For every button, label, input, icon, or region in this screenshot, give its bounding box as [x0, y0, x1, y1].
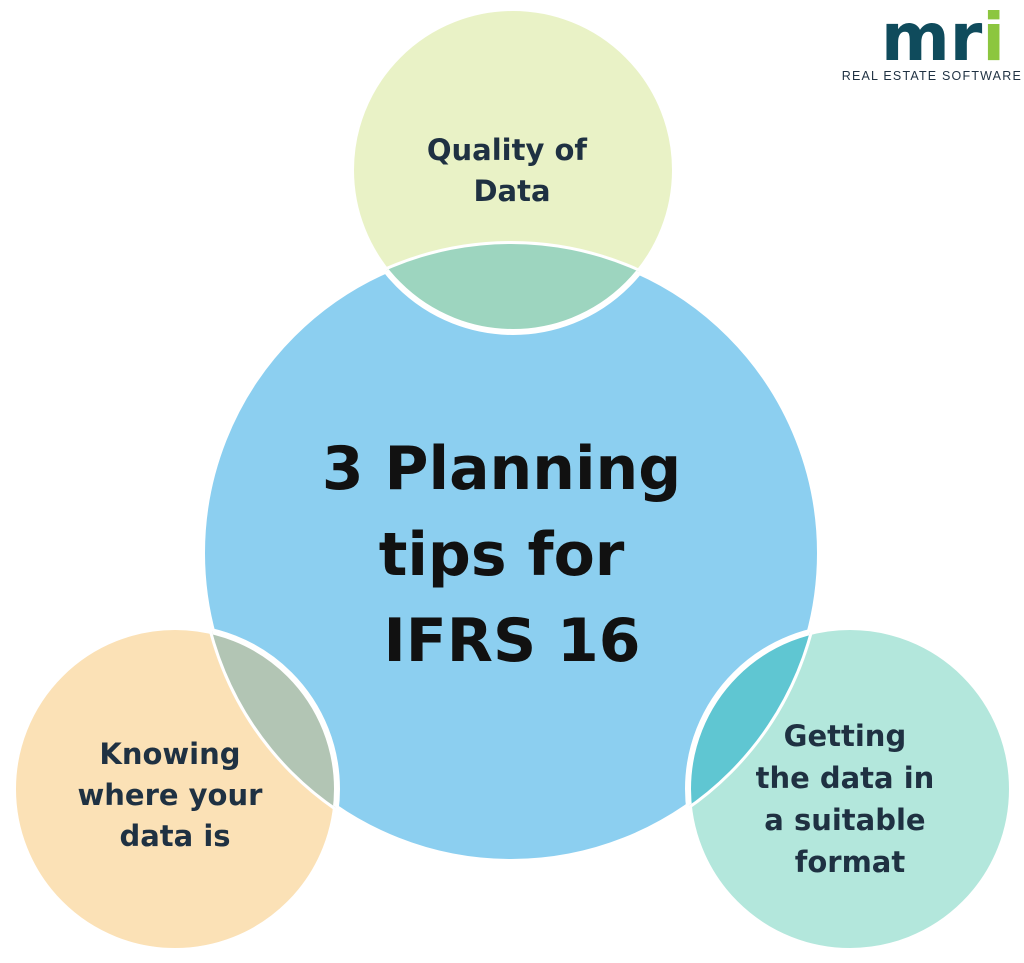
center-title-line: tips for: [379, 520, 625, 590]
tip-quality-of-data-label: Quality of Data: [427, 133, 597, 208]
logo-wordmark: mri: [881, 0, 1005, 76]
logo-wordmark-i: i: [982, 0, 1005, 76]
overlap-knowing: [202, 624, 340, 862]
center-title-line: IFRS 16: [383, 606, 640, 676]
tip-label-line: Knowing: [99, 737, 240, 771]
tip-label-line: Data: [473, 174, 550, 208]
tip-knowing-where-data-is-label: Knowing where your data is: [77, 737, 272, 853]
center-title-line: 3 Planning: [322, 434, 681, 504]
tip-label-line: Quality of: [427, 133, 588, 167]
tip-label-line: where your: [77, 778, 263, 812]
logo-wordmark-mr: mr: [881, 0, 983, 76]
center-title: 3 Planning tips for IFRS 16: [322, 434, 702, 676]
logo-tagline: REAL ESTATE SOFTWARE: [842, 69, 1022, 83]
tip-label-line: a suitable: [764, 803, 925, 837]
overlap-format: [685, 624, 820, 862]
tip-label-line: data is: [119, 819, 230, 853]
tip-label-line: Getting: [784, 719, 907, 753]
tip-label-line: format: [795, 845, 906, 879]
mri-logo: mri REAL ESTATE SOFTWARE: [842, 0, 1022, 83]
tip-suitable-format-label: Getting the data in a suitable format: [756, 719, 945, 879]
tip-label-line: the data in: [756, 761, 935, 795]
